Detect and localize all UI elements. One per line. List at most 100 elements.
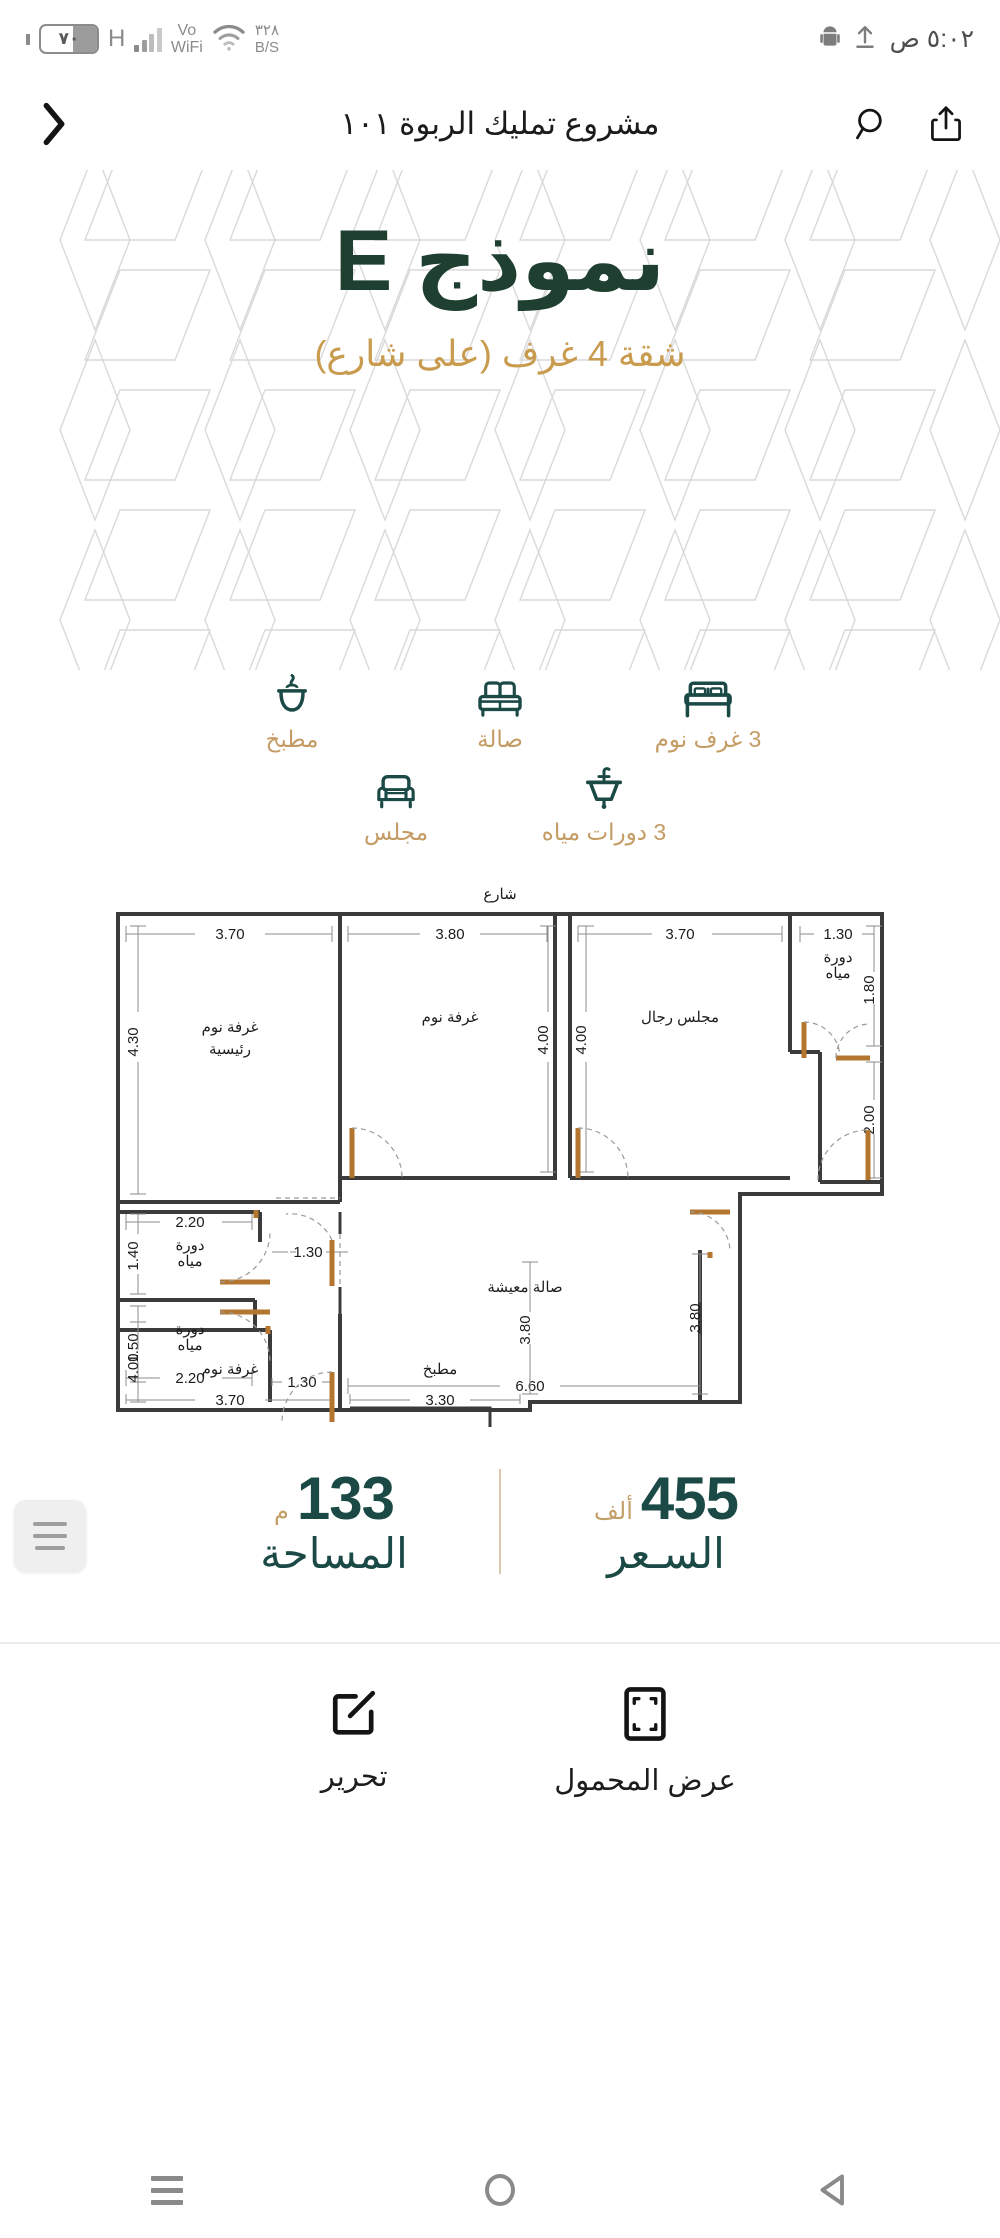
status-bar-right: ٥:٠٢ ص (819, 24, 974, 55)
area-unit: م (274, 1498, 289, 1525)
dim-4-00-bed3: 4.00 (125, 1353, 142, 1382)
room-label-majlis: مجلس رجال (641, 1009, 719, 1026)
feature-bedrooms: 3 غرف نوم (633, 674, 783, 753)
armchair-icon (373, 767, 419, 811)
kitchen-pot-icon (272, 674, 312, 718)
svg-text:مياه: مياه (178, 1253, 203, 1270)
floating-menu-handle[interactable] (14, 1500, 86, 1572)
android-icon (819, 24, 840, 55)
bottom-action-bar: عرض المحمول تحرير (0, 1644, 1000, 1798)
bed-icon (683, 674, 733, 718)
action-label: عرض المحمول (554, 1765, 736, 1797)
price-value: 455 (640, 1465, 739, 1532)
speed-value: ٣٢٨ (254, 22, 279, 39)
dim-3-30: 3.30 (425, 1392, 454, 1409)
dim-3-70-majlis: 3.70 (665, 926, 694, 943)
battery-icon: ٧٠ (39, 24, 99, 54)
speed-unit: B/S (254, 39, 280, 56)
signal-bars-icon (134, 26, 162, 52)
dim-2-20-a: 2.20 (175, 1214, 204, 1231)
dim-3-70-bottom: 3.70 (215, 1392, 244, 1409)
area-value: 133 (296, 1465, 395, 1532)
stat-price: 455 ألف السـعر (501, 1464, 831, 1578)
hero-background-pattern (59, 170, 1000, 670)
feature-bathrooms: 3 دورات مياه (529, 767, 679, 846)
action-edit[interactable]: تحرير (264, 1686, 444, 1798)
wifi-label: WiFi (170, 39, 203, 56)
room-label-kitchen: مطبخ (423, 1361, 458, 1378)
price-unit: ألف (594, 1498, 633, 1525)
feature-majlis: مجلس (321, 767, 471, 846)
app-header: مشروع تمليك الربوة ١٠١ (0, 78, 1000, 170)
network-speed-label: ٣٢٨ B/S (255, 22, 279, 56)
search-icon[interactable] (848, 100, 896, 148)
svg-text:مياه: مياه (826, 965, 851, 982)
area-label: المساحة (260, 1530, 408, 1577)
status-bar: ٧٠ H Vo WiFi ٣٢٨ B/S (0, 0, 1000, 78)
stat-area: 133 م المساحة (169, 1464, 499, 1578)
volte-label: Vo (177, 22, 197, 39)
clock-label: ٥:٠٢ ص (889, 25, 974, 53)
app-header-actions (848, 100, 970, 148)
wifi-icon (212, 23, 246, 56)
floor-plan[interactable]: .w { stroke:#3b3b3b; stroke-width:4; fil… (0, 882, 1000, 1442)
dim-1-30-wc: 1.30 (823, 926, 852, 943)
section-divider (0, 1642, 1000, 1644)
dim-2-00: 2.00 (861, 1105, 878, 1134)
volte-wifi-label: Vo WiFi (171, 22, 203, 56)
dim-1-30-corr-b: 1.30 (287, 1374, 316, 1391)
home-circle-icon[interactable] (440, 2160, 560, 2220)
price-label: السـعر (607, 1530, 725, 1577)
feature-label: 3 دورات مياه (541, 819, 667, 845)
sofa-icon (477, 674, 523, 718)
status-bar-left: ٧٠ H Vo WiFi ٣٢٨ B/S (26, 22, 279, 56)
room-label-wc-1: دورة (823, 949, 852, 966)
hero-content: نموذج E شقة 4 غرف (على شارع) (0, 170, 1000, 670)
edit-pencil-icon (329, 1686, 379, 1743)
feature-kitchen: مطبخ (217, 674, 367, 753)
dim-1-40: 1.40 (125, 1241, 142, 1270)
hero-banner: نموذج E شقة 4 غرف (على شارع) (0, 170, 1000, 670)
sink-icon (583, 767, 625, 811)
door-symbols (219, 1021, 871, 1423)
chevron-right-icon[interactable] (30, 100, 78, 148)
dim-3-70-top: 3.70 (215, 926, 244, 943)
dim-1-30-corr-a: 1.30 (293, 1244, 322, 1261)
model-title: نموذج E (334, 213, 666, 309)
feature-label: صالة (477, 726, 523, 752)
stats-bar: 455 ألف السـعر 133 م المساحة (0, 1446, 1000, 1596)
feature-list: 3 غرف نوم صالة (0, 670, 1000, 874)
street-label: شارع (483, 886, 516, 903)
feature-hall: صالة (425, 674, 575, 753)
feature-label: مطبخ (265, 726, 319, 752)
dim-4-00-bed2: 4.00 (535, 1025, 552, 1054)
battery-nub-icon (26, 33, 30, 45)
dim-2-20-b: 2.20 (175, 1370, 204, 1387)
dim-3-80: 3.80 (435, 926, 464, 943)
recents-icon[interactable] (107, 2160, 227, 2220)
svg-text:رئيسية: رئيسية (209, 1041, 251, 1058)
feature-label: مجلس (363, 819, 429, 845)
room-label-wc-2: دورة (175, 1237, 204, 1254)
action-label: تحرير (320, 1761, 388, 1793)
room-label-bedroom-2: غرفة نوم (422, 1009, 479, 1026)
room-label-living: صالة معيشة (487, 1279, 562, 1296)
stats-divider (499, 1468, 501, 1574)
dim-4-00-majlis: 4.00 (573, 1025, 590, 1054)
back-triangle-icon[interactable] (773, 2160, 893, 2220)
room-label-master-bedroom: غرفة نوم (202, 1019, 259, 1036)
battery-percent-label: ٧٠ (58, 29, 80, 48)
action-mobile-preview[interactable]: عرض المحمول (554, 1686, 736, 1798)
mobile-preview-icon (622, 1686, 668, 1747)
share-icon[interactable] (922, 100, 970, 148)
room-label-bedroom-3: غرفة نوم (202, 1361, 259, 1378)
room-label-wc-3: دورة (175, 1321, 204, 1338)
feature-row-2: 3 دورات مياه مجلس (0, 767, 1000, 846)
feature-label: 3 غرف نوم (654, 726, 762, 752)
dim-4-30: 4.30 (125, 1027, 142, 1056)
android-nav-bar (0, 2142, 1000, 2238)
network-type-label: H (108, 25, 126, 52)
upload-icon (854, 24, 876, 55)
dim-3-80-kitchen: 3.80 (517, 1315, 534, 1344)
svg-text:مياه: مياه (178, 1337, 203, 1354)
